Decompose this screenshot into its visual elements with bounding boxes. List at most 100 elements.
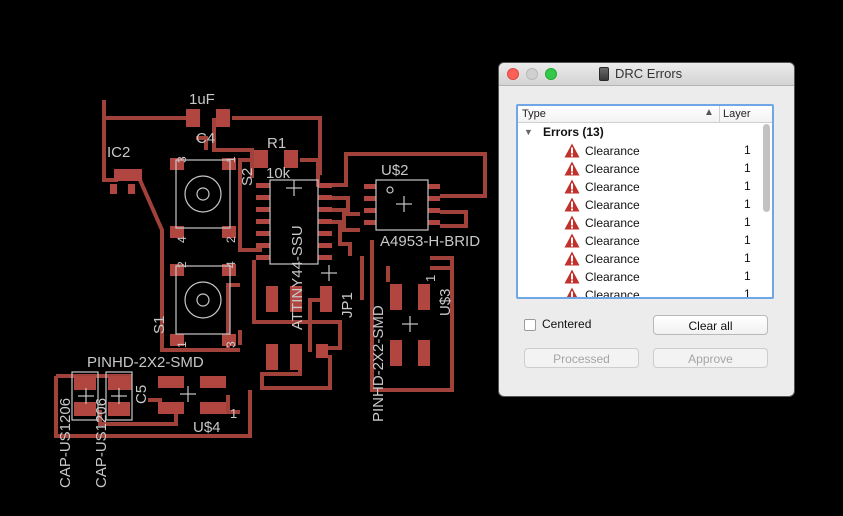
warning-triangle-icon — [564, 233, 580, 248]
trace — [138, 179, 240, 352]
drc-errors-dialog: DRC Errors Type ▲ Layer ▼ Errors (13) Cl… — [499, 63, 794, 396]
label-pin1-u2: 1 — [423, 275, 438, 282]
pad — [256, 231, 270, 236]
label-pin1-u4: 1 — [230, 406, 237, 421]
error-row[interactable]: Clearance 1 — [518, 231, 772, 249]
pad — [418, 340, 430, 366]
column-header-layer[interactable]: Layer — [723, 108, 751, 120]
label-ic2: IC2 — [107, 144, 130, 161]
label-s2: S2 — [239, 168, 256, 186]
label-sw-pin: 4 — [175, 236, 189, 243]
pad — [318, 207, 332, 212]
error-type: Clearance — [585, 162, 640, 176]
error-layer: 1 — [744, 161, 751, 175]
pad — [428, 184, 440, 189]
eagle-app-icon — [599, 66, 609, 81]
warning-triangle-icon — [564, 215, 580, 230]
pad — [256, 243, 270, 248]
pad — [364, 208, 376, 213]
zoom-window-button[interactable] — [545, 68, 557, 80]
trace — [300, 152, 487, 198]
pad — [170, 226, 184, 238]
processed-button[interactable]: Processed — [524, 348, 639, 368]
trace — [212, 118, 254, 178]
pad — [158, 376, 184, 388]
label-sw-pin: 1 — [175, 341, 189, 348]
trace — [332, 196, 360, 216]
pad — [428, 196, 440, 201]
pad — [158, 402, 184, 414]
pad — [364, 220, 376, 225]
error-type: Clearance — [585, 180, 640, 194]
pad — [318, 219, 332, 224]
error-row[interactable]: Clearance 1 — [518, 177, 772, 195]
error-group-label: Errors (13) — [543, 125, 604, 139]
pad — [222, 334, 236, 346]
copper-pads — [74, 109, 440, 416]
error-group-row[interactable]: ▼ Errors (13) — [518, 123, 772, 141]
pad — [256, 255, 270, 260]
pad — [186, 109, 200, 127]
disclosure-triangle-icon[interactable]: ▼ — [524, 127, 533, 137]
window-title: DRC Errors — [599, 66, 682, 81]
error-row[interactable]: Clearance 1 — [518, 213, 772, 231]
error-layer: 1 — [744, 233, 751, 247]
label-c5: C5 — [133, 385, 150, 404]
pad — [320, 286, 332, 312]
titlebar[interactable]: DRC Errors — [499, 63, 794, 86]
pad — [254, 150, 268, 168]
centered-checkbox[interactable] — [524, 319, 536, 331]
pad — [170, 158, 184, 170]
pad — [390, 284, 402, 310]
warning-triangle-icon — [564, 197, 580, 212]
error-layer: 1 — [744, 215, 751, 229]
pad — [128, 184, 135, 194]
clear-all-button[interactable]: Clear all — [653, 315, 768, 335]
minimize-window-button[interactable] — [526, 68, 538, 80]
trace — [260, 352, 332, 390]
window-title-text: DRC Errors — [615, 66, 683, 81]
pad — [390, 340, 402, 366]
error-type: Clearance — [585, 144, 640, 158]
column-divider[interactable] — [719, 106, 720, 122]
pad — [200, 402, 226, 414]
sort-ascending-icon[interactable]: ▲ — [704, 107, 714, 118]
pad — [428, 208, 440, 213]
ic-outline — [375, 179, 429, 231]
trace — [332, 220, 352, 256]
switch-outline — [175, 159, 231, 229]
error-type: Clearance — [585, 252, 640, 266]
pad — [318, 183, 332, 188]
label-a4953: A4953-H-BRID — [380, 233, 480, 250]
label-pinhd-left: PINHD-2X2-SMD — [87, 354, 204, 371]
trace — [196, 136, 208, 150]
column-header-type[interactable]: Type — [522, 108, 546, 120]
label-sw-pin: 4 — [224, 261, 238, 268]
error-type: Clearance — [585, 216, 640, 230]
pad — [364, 184, 376, 189]
approve-button[interactable]: Approve — [653, 348, 768, 368]
pad — [428, 220, 440, 225]
pad — [256, 195, 270, 200]
trace — [252, 260, 342, 350]
close-window-button[interactable] — [507, 68, 519, 80]
error-type: Clearance — [585, 234, 640, 248]
pad — [256, 219, 270, 224]
switch-actuator — [196, 187, 210, 201]
pad — [108, 376, 130, 390]
error-row[interactable]: Clearance 1 — [518, 159, 772, 177]
pad — [284, 150, 298, 168]
label-c4-value: 1uF — [189, 91, 215, 108]
error-layer: 1 — [744, 197, 751, 211]
error-layer: 1 — [744, 179, 751, 193]
trace — [332, 208, 360, 232]
list-scrollbar[interactable] — [763, 124, 770, 212]
label-u2: U$2 — [381, 162, 409, 179]
